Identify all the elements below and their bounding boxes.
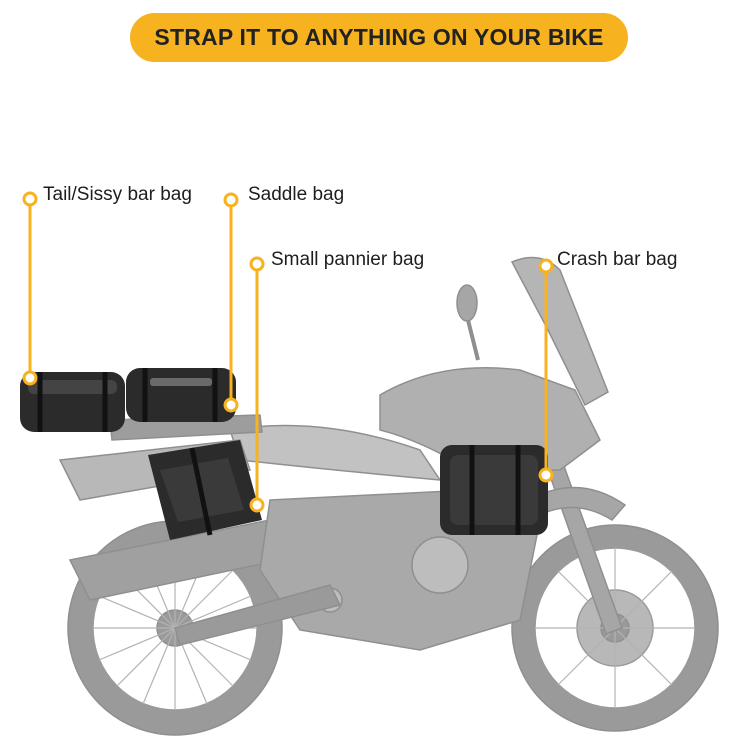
engine-cylinder-icon xyxy=(411,536,469,594)
callout-label-crash-bar-bag: Crash bar bag xyxy=(557,249,678,270)
seat xyxy=(229,424,442,481)
swingarm xyxy=(174,584,342,646)
callout-leaders xyxy=(22,191,554,513)
small-pannier-bag xyxy=(148,440,262,540)
callout-label-small-pannier-bag: Small pannier bag xyxy=(271,249,425,270)
headline-banner: STRAP IT TO ANYTHING ON YOUR BIKE xyxy=(130,13,628,62)
saddle-bag xyxy=(126,368,236,422)
callout-label-saddle-bag: Saddle bag xyxy=(248,184,345,205)
headline-text: STRAP IT TO ANYTHING ON YOUR BIKE xyxy=(154,24,604,50)
callout-label-tail-bag: Tail/Sissy bar bag xyxy=(43,184,192,205)
crash-bar-bag xyxy=(440,445,548,535)
tail-bag xyxy=(20,372,125,432)
mirror xyxy=(456,284,480,361)
